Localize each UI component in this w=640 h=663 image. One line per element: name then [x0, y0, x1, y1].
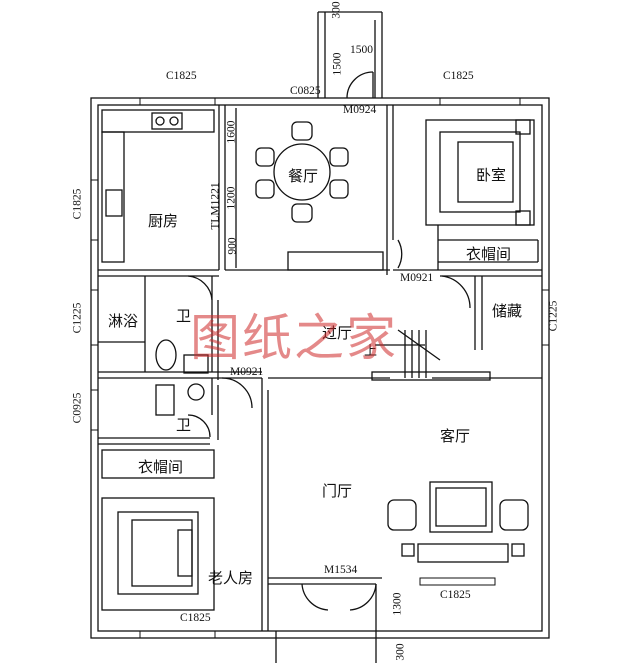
room-elderly: 老人房 — [208, 569, 254, 587]
dim-door-bath: M0921 — [230, 366, 264, 378]
room-toilet-upper: 卫 — [176, 307, 192, 325]
room-wardrobe-right: 衣帽间 — [466, 245, 512, 263]
dim-porch-bottom: 1300 — [391, 592, 404, 616]
dim-right-window-storage: C1225 — [547, 300, 560, 332]
bed-right — [425, 119, 535, 226]
doors — [187, 239, 471, 438]
windows — [90, 97, 550, 639]
staircase — [371, 329, 491, 381]
dim-top-edge: 300 — [330, 1, 343, 19]
dim-top-window-left: C1825 — [166, 70, 197, 82]
dim-bottom-window-left: C1825 — [180, 612, 211, 624]
stair-up: 上 — [364, 344, 378, 359]
top-porch — [317, 11, 383, 99]
dim-dining-1: 1600 — [225, 120, 238, 144]
room-kitchen: 厨房 — [148, 212, 179, 230]
watermark-text: 图纸之家 — [190, 309, 398, 367]
dim-left-window-toilet: C0925 — [71, 392, 84, 424]
room-dining: 餐厅 — [288, 167, 319, 185]
dim-left-window-bath: C1225 — [71, 302, 84, 334]
room-bath: 淋浴 — [108, 312, 139, 330]
dim-dining-2: 1200 — [225, 186, 238, 210]
dim-dining-3: 900 — [226, 237, 239, 255]
dim-door-hall: M0921 — [400, 272, 434, 284]
dim-top-window-mid: C0825 — [290, 85, 321, 97]
interior-walls — [98, 105, 542, 631]
dim-left-window-kitchen: C1825 — [71, 188, 84, 220]
room-bedroom: 卧室 — [476, 166, 507, 184]
wardrobe-left — [101, 449, 215, 479]
bath-fixtures — [98, 276, 209, 416]
bed-left — [101, 497, 215, 611]
room-toilet-lower: 卫 — [176, 416, 192, 434]
dim-porch-width: 1500 — [350, 44, 373, 56]
dim-bottom-window-right: C1825 — [440, 589, 471, 601]
dim-sliding-door: TLM1221 — [209, 182, 222, 230]
room-living: 客厅 — [440, 427, 471, 445]
dim-door-top: M0924 — [343, 104, 377, 116]
sofa-set — [387, 481, 529, 563]
dim-porch-depth: 1500 — [331, 52, 344, 76]
room-entry-hall: 门厅 — [322, 482, 353, 500]
bottom-porch — [268, 577, 382, 663]
room-wardrobe-left: 衣帽间 — [138, 458, 184, 476]
dining-table — [255, 121, 349, 223]
room-hall: 过厅 — [322, 324, 353, 342]
dining-partition — [235, 108, 384, 271]
dim-entry-door: M1534 — [324, 564, 358, 576]
dim-top-window-right: C1825 — [443, 70, 474, 82]
dim-bottom-edge: 300 — [394, 643, 407, 661]
kitchen-counter — [101, 109, 215, 263]
room-storage: 储藏 — [492, 302, 523, 320]
outer-walls — [90, 97, 550, 639]
